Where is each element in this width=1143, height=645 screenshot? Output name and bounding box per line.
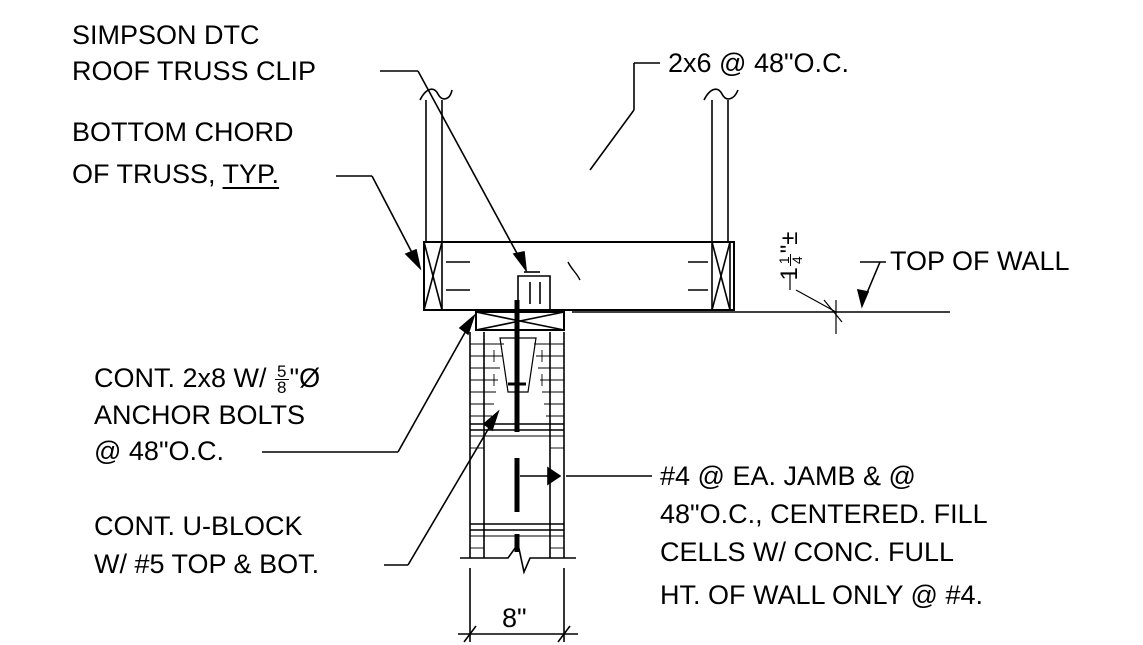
anchor-bolt (508, 300, 526, 432)
chord-label-line2: OF TRUSS, TYP. (72, 156, 279, 192)
top-plate-2x8 (476, 312, 564, 330)
plate-label-text: CONT. 2x8 W/ (94, 363, 275, 393)
plate-frac-den: 8 (277, 378, 287, 398)
wall-width-dimension: 8" (502, 603, 527, 633)
plate-frac-num: 5 (275, 362, 289, 382)
truss-vertical-left (420, 89, 452, 242)
leader-u-block (384, 412, 498, 565)
ublock-label-line1: CONT. U-BLOCK (94, 511, 303, 541)
chord-label-text: OF TRUSS, (72, 159, 223, 189)
bottom-chord (424, 242, 734, 310)
masonry-wall (460, 332, 576, 572)
plate-label-line3: @ 48"O.C. (94, 436, 225, 466)
leader-top-plate (262, 316, 474, 452)
rebar-label-line2: 48"O.C., CENTERED. FILL (660, 499, 988, 529)
simpson-dtc-clip (518, 272, 550, 310)
truss-end-block-left (424, 242, 470, 310)
truss-vertical-right (704, 89, 738, 242)
bearing-dim-den: 4 (788, 256, 805, 265)
leader-chord (336, 176, 420, 268)
bearing-dim-suffix: "± (776, 231, 803, 254)
chord-label-line1: BOTTOM CHORD (72, 117, 294, 147)
leader-top-of-wall (858, 262, 886, 306)
truss-end-block-right (688, 242, 730, 310)
rebar-label-line3: CELLS W/ CONC. FULL (660, 537, 955, 567)
top-of-wall-label: TOP OF WALL (890, 246, 1070, 276)
top-of-wall-line (572, 274, 950, 334)
plate-label-line2: ANCHOR BOLTS (94, 400, 306, 430)
rebar-label-line1: #4 @ EA. JAMB & @ (660, 461, 916, 491)
ublock-label-line2: W/ #5 TOP & BOT. (94, 549, 320, 579)
clip-label-line2: ROOF TRUSS CLIP (72, 56, 317, 86)
leader-rafter (590, 63, 660, 170)
bearing-dim-whole: 1 (776, 267, 803, 281)
rebar-label-line4: HT. OF WALL ONLY @ #4. (660, 580, 983, 610)
leader-clip (380, 71, 526, 270)
clip-label-line1: SIMPSON DTC (72, 20, 260, 50)
chord-label-typ: TYP. (222, 159, 280, 189)
rebar-4 (517, 458, 560, 552)
plate-label-dia: "Ø (289, 363, 321, 393)
dimension-wall-width (458, 568, 578, 642)
rafter-label: 2x6 @ 48"O.C. (668, 48, 850, 78)
